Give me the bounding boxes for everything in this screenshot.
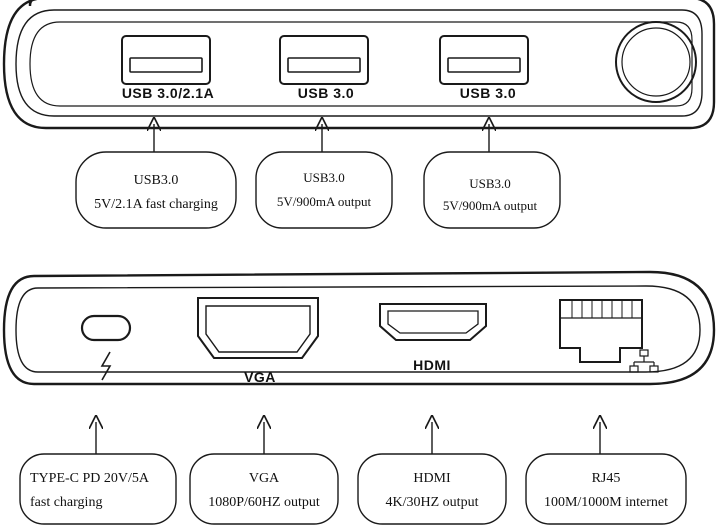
usb-port-2-label: USB 3.0: [298, 85, 354, 101]
lightning-bolt-icon: [100, 351, 112, 381]
top-hub-body: [2, 0, 716, 130]
type-c-port: [80, 314, 132, 342]
callout-type-c: [19, 453, 177, 525]
callout-hdmi-line1: HDMI: [413, 471, 451, 486]
vga-port: [197, 297, 319, 359]
hdmi-port: [379, 303, 487, 341]
network-icon: [629, 349, 659, 373]
callout-usb-1: [75, 151, 237, 229]
power-knob-icon: [615, 21, 697, 103]
usb-port-1: [121, 35, 211, 85]
vga-port-label: VGA: [244, 369, 276, 385]
callout-type-c-line2: fast charging: [30, 495, 102, 510]
bottom-hub-body: [2, 270, 716, 386]
callout-vga: [189, 453, 339, 525]
callout-usb-3: [423, 151, 561, 229]
usb-port-2: [279, 35, 369, 85]
callout-usb-1-line1: USB3.0: [134, 173, 179, 188]
callout-hdmi-line2: 4K/30HZ output: [386, 495, 479, 510]
callout-type-c-line1: TYPE-C PD 20V/5A: [30, 471, 150, 486]
callout-rj45-line1: RJ45: [592, 471, 621, 486]
callout-rj45: [525, 453, 687, 525]
callout-usb-1-line2: 5V/2.1A fast charging: [94, 197, 218, 212]
callout-usb-2-line2: 5V/900mA output: [277, 194, 372, 209]
hdmi-port-label: HDMI: [413, 357, 451, 373]
usb-port-3: [439, 35, 529, 85]
callout-usb-3-line1: USB3.0: [469, 176, 511, 191]
usb-port-3-label: USB 3.0: [460, 85, 516, 101]
usb-port-1-label: USB 3.0/2.1A: [122, 85, 214, 101]
callout-rj45-line2: 100M/1000M internet: [544, 495, 668, 510]
callout-usb-2: [255, 151, 393, 229]
callout-usb-2-line1: USB3.0: [303, 170, 345, 185]
callout-vga-line1: VGA: [249, 471, 280, 486]
rj45-port: [559, 299, 643, 363]
callout-usb-3-line2: 5V/900mA output: [443, 198, 538, 213]
callout-vga-line2: 1080P/60HZ output: [208, 495, 320, 510]
callout-hdmi: [357, 453, 507, 525]
